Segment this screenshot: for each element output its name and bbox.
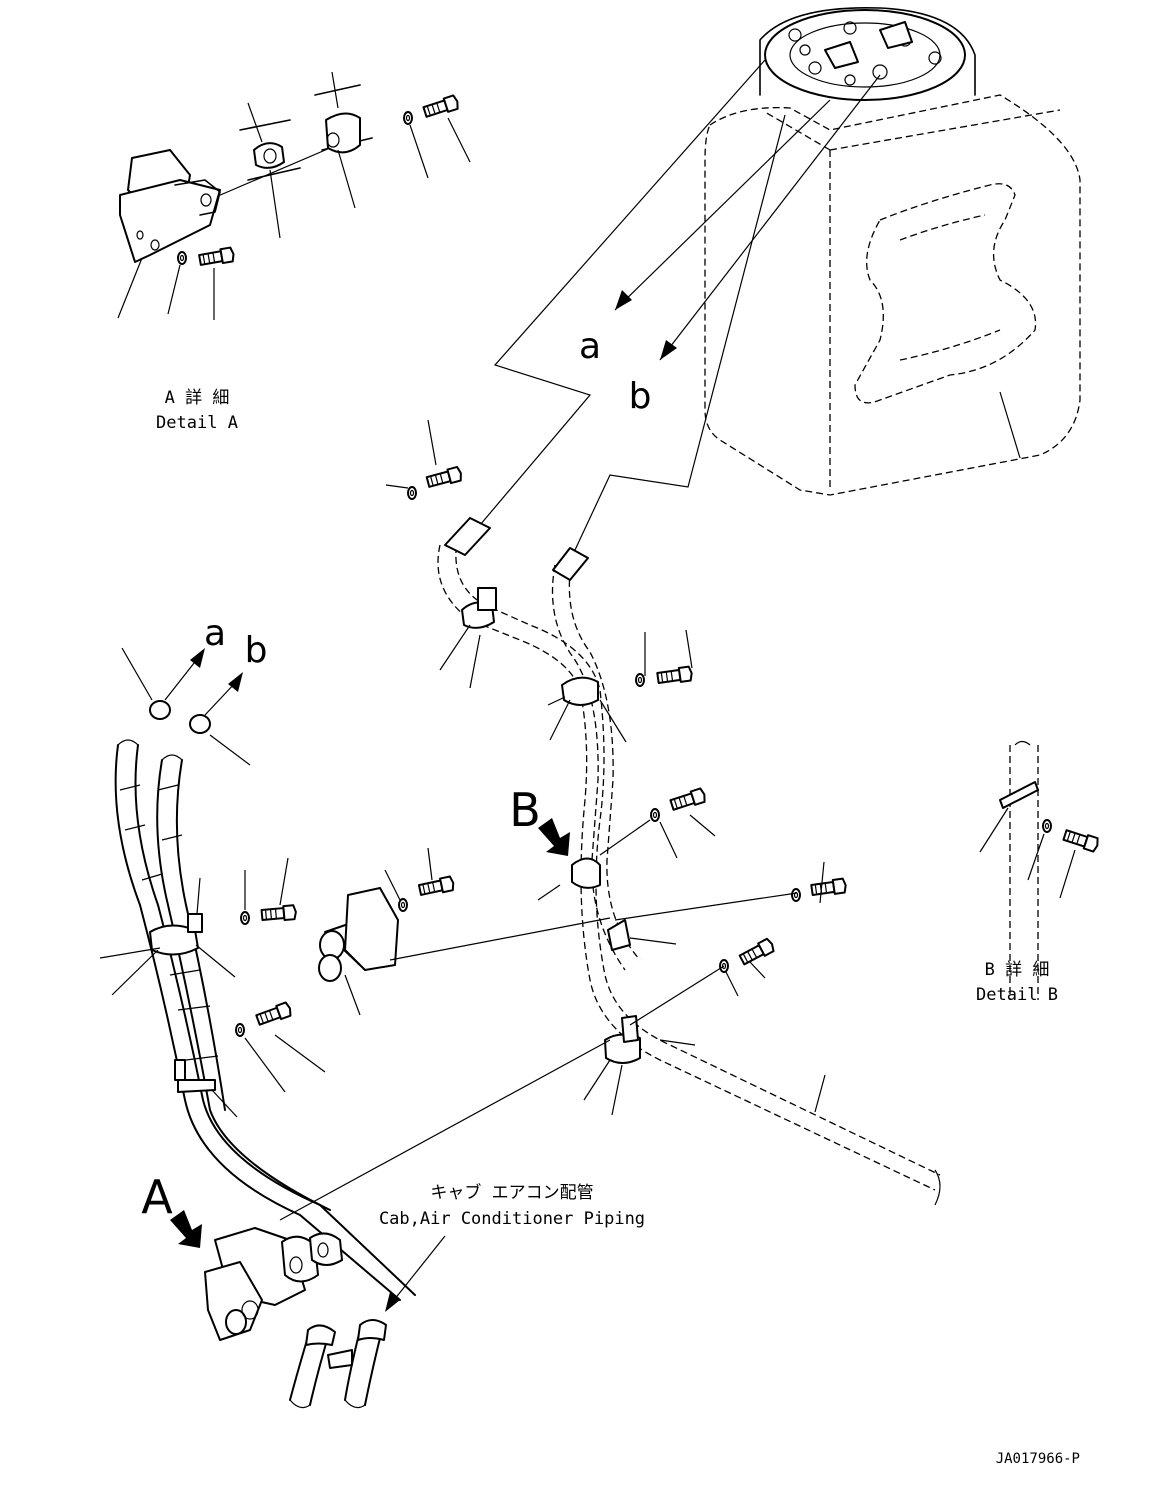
detail-a-title-en: Detail A — [156, 413, 238, 433]
piping-label-en: Cab,Air Conditioner Piping — [379, 1209, 645, 1229]
piping-callout: キャブ エアコン配管 Cab,Air Conditioner Piping — [379, 1182, 645, 1312]
view-b-callout: B — [509, 783, 570, 856]
detail-a-title-ja: A 詳 細 — [165, 388, 230, 408]
detail-b-drawing: B 詳 細 Detail B — [976, 740, 1101, 1005]
piping-label-ja: キャブ エアコン配管 — [430, 1182, 593, 1203]
center-hose-assembly — [318, 419, 941, 1206]
callout-b-top: b — [629, 376, 652, 417]
top-callouts: a b — [479, 59, 881, 551]
drawing-number: JA017966-P — [996, 1451, 1080, 1467]
callout-a-top: a — [579, 326, 601, 367]
detail-a-caption: A 詳 細 Detail A — [156, 388, 238, 433]
left-hose-assembly: a b — [99, 613, 611, 1409]
callout-a-left: a — [204, 613, 226, 654]
callout-b-view: B — [509, 783, 541, 837]
tank-drawing — [704, 6, 1081, 496]
detail-a-drawing — [117, 71, 471, 320]
callout-b-left: b — [245, 630, 268, 671]
callout-a-view: A — [141, 1170, 173, 1224]
detail-b-title-en: Detail B — [976, 985, 1058, 1005]
detail-b-title-ja: B 詳 細 — [985, 960, 1050, 980]
